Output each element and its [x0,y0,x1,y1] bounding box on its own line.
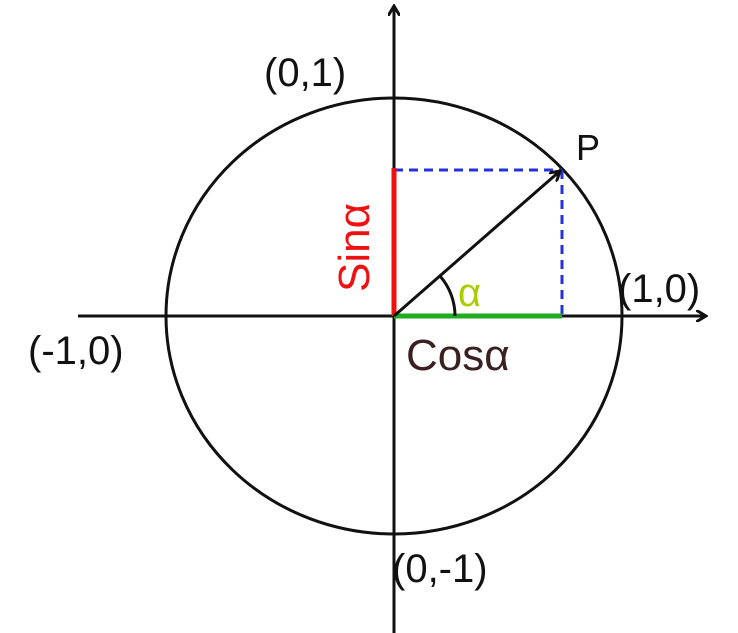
label-left: (-1,0) [28,329,124,373]
angle-arc [438,275,457,317]
radius-vector [393,171,560,318]
label-bottom: (0,-1) [392,547,488,591]
label-top: (0,1) [264,51,346,95]
label-angle: α [458,271,481,315]
label-right: (1,0) [618,267,700,311]
label-sin: Sinα [330,203,379,292]
label-cos: Cosα [406,331,510,380]
label-point: P [576,127,600,168]
